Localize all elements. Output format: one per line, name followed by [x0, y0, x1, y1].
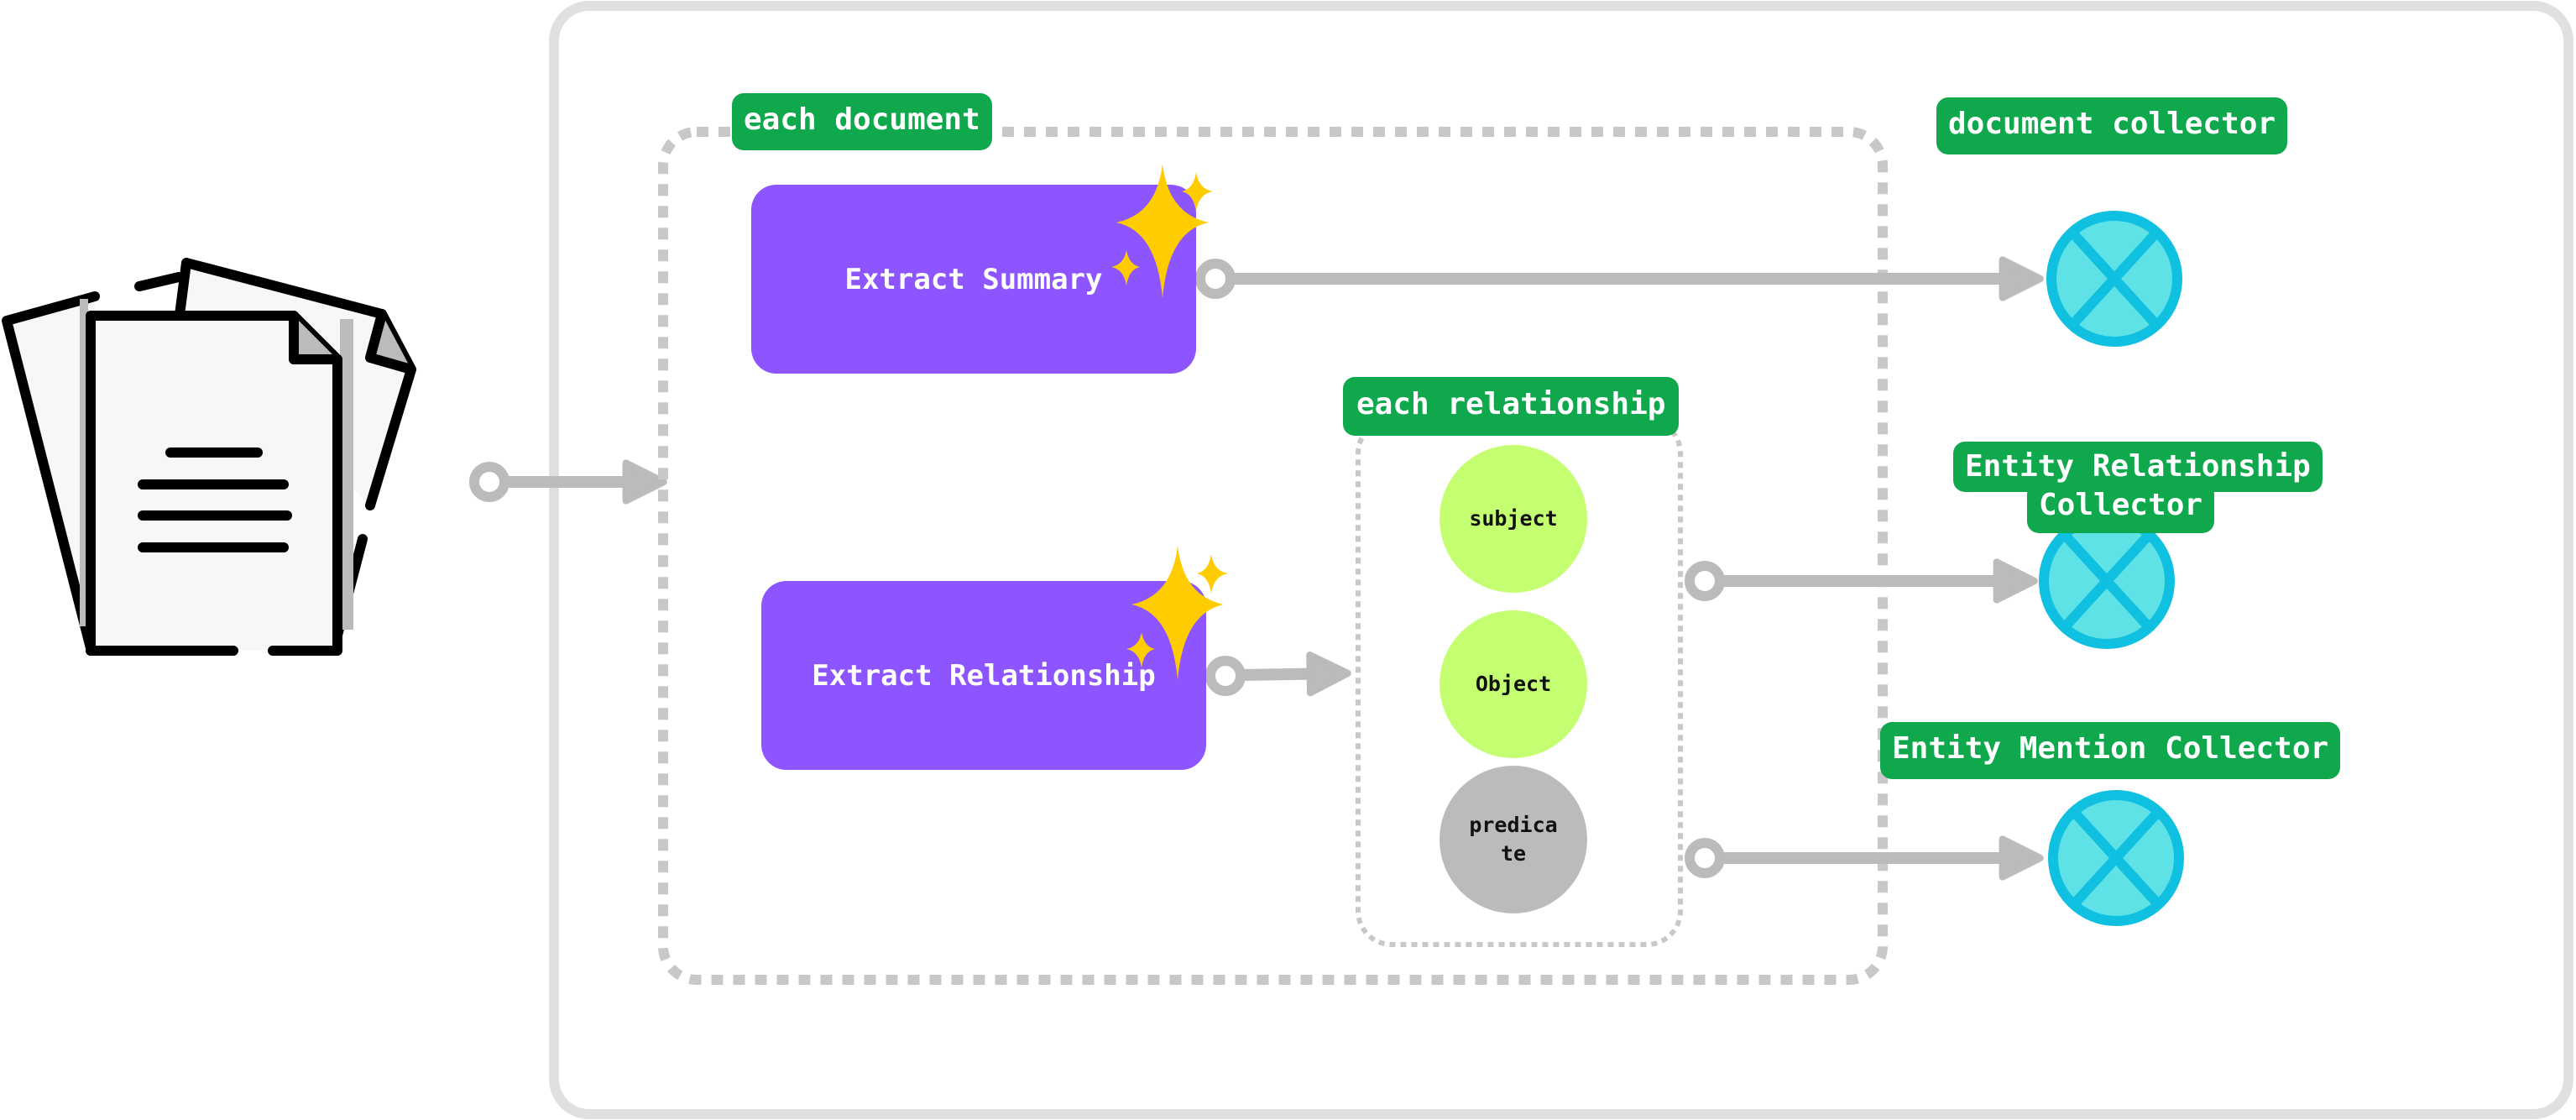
document-collector-tag[interactable]: document collector	[1936, 97, 2288, 154]
object-field[interactable]: Object	[1440, 610, 1587, 758]
each-relationship-tag[interactable]: each relationship	[1343, 377, 1680, 436]
tag-label: each document	[744, 102, 980, 137]
edge-summary-to-document-collector[interactable]	[1195, 256, 2044, 301]
edge-scope-to-entity-relationship-collector[interactable]	[1685, 558, 2038, 604]
edge-scope-to-entity-mention-collector[interactable]	[1685, 835, 2044, 881]
entity-mention-collector-node[interactable]	[2048, 790, 2184, 926]
each-document-scope[interactable]	[658, 127, 1888, 985]
each-relationship-scope[interactable]	[1356, 417, 1683, 947]
sparkles-icon	[1111, 164, 1213, 298]
output-port	[1195, 259, 1236, 299]
subject-field[interactable]: subject	[1440, 445, 1587, 593]
task-label: Extract Relationship	[812, 658, 1156, 693]
task-label: Extract Summary	[844, 262, 1103, 296]
each-document-tag[interactable]: each document	[732, 93, 992, 150]
field-label: Object	[1475, 672, 1552, 696]
extract-relationship-task[interactable]: Extract Relationship	[761, 581, 1206, 770]
entity-mention-collector-tag[interactable]: Entity Mention Collector	[1880, 722, 2341, 779]
output-port	[1685, 838, 1725, 878]
tag-label: Collector	[2039, 488, 2203, 522]
field-label: predica te	[1469, 813, 1558, 866]
tag-label: each relationship	[1356, 387, 1666, 421]
document-collector-node[interactable]	[2046, 211, 2182, 347]
documents-icon	[2, 258, 416, 656]
predicate-field[interactable]: predica te	[1440, 766, 1587, 913]
output-port	[1685, 561, 1725, 601]
tag-label: Entity Relationship	[1965, 449, 2311, 484]
field-label: subject	[1469, 506, 1558, 531]
entity-relationship-collector-tag-line2[interactable]: Collector	[2027, 483, 2215, 533]
sparkles-icon	[1126, 546, 1228, 680]
tag-label: Entity Mention Collector	[1892, 731, 2329, 766]
edge-relationship-to-scope[interactable]	[1205, 652, 1351, 697]
tag-label: document collector	[1948, 107, 2276, 141]
output-port	[469, 462, 509, 502]
output-port	[1205, 656, 1246, 696]
extract-summary-task[interactable]: Extract Summary	[751, 185, 1196, 374]
input-connector[interactable]	[469, 459, 667, 505]
entity-relationship-collector-node[interactable]	[2039, 513, 2175, 649]
